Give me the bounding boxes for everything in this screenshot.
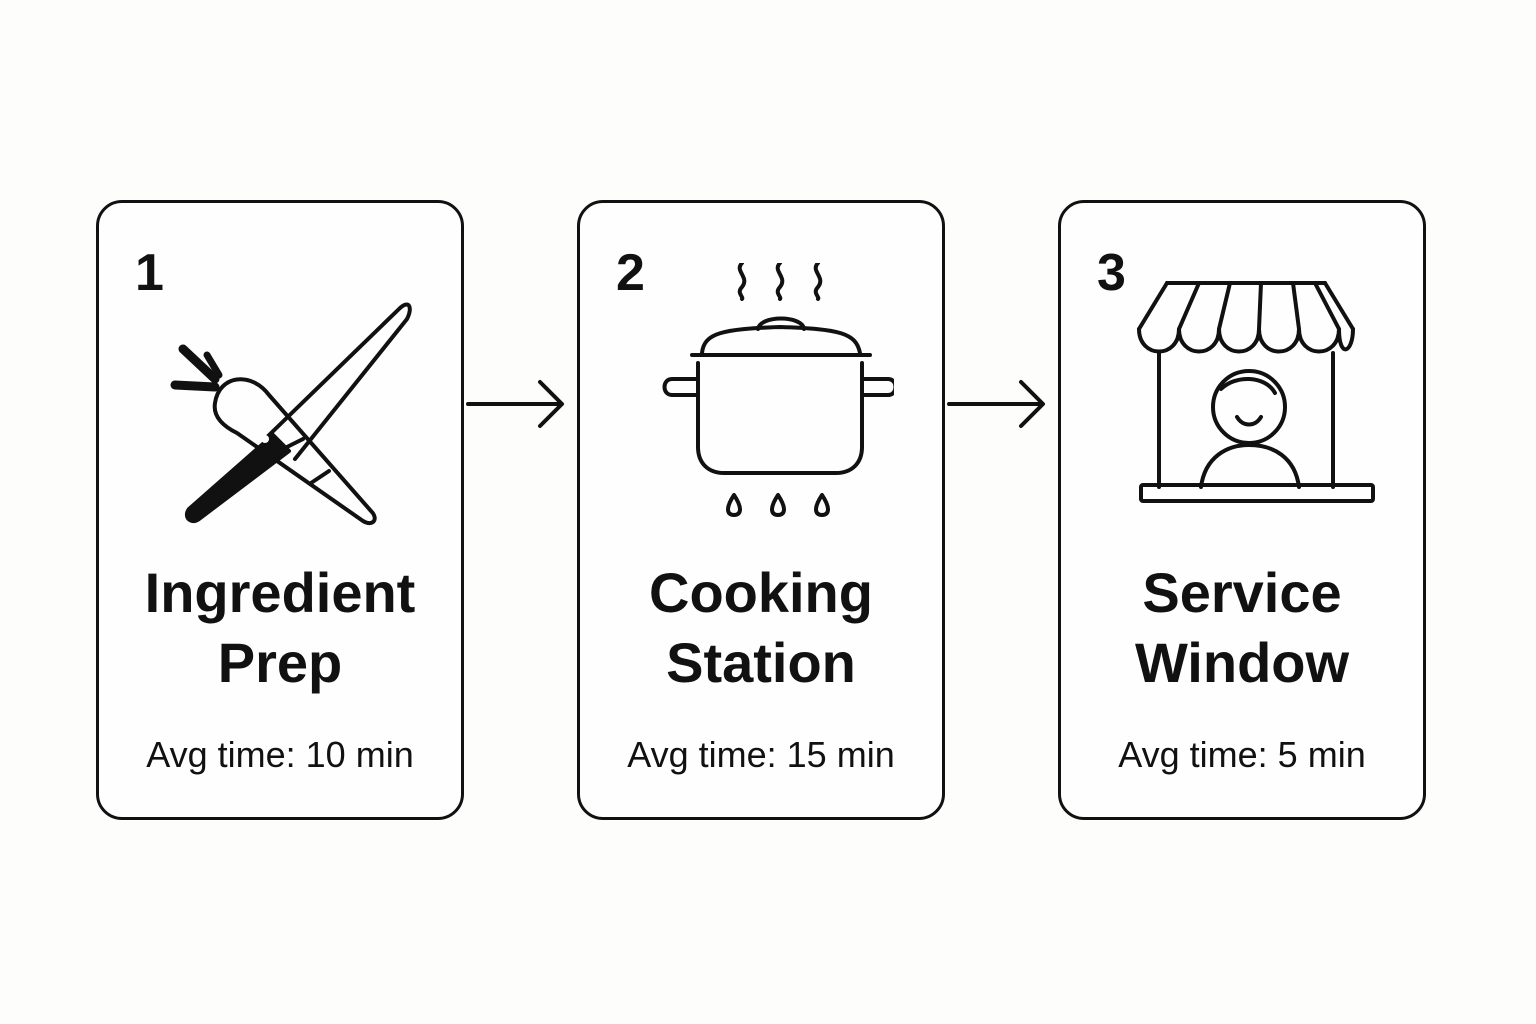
- step-card-service-window: 3 Service Window Avg time: 5 min: [1058, 200, 1426, 820]
- step-number: 1: [135, 244, 164, 302]
- step-title: Cooking Station: [580, 558, 942, 698]
- step-card-ingredient-prep: 1 Ingredient Prep Avg time: 10 min: [96, 200, 464, 820]
- service-window-icon: [1137, 281, 1375, 503]
- avg-time-label: Avg time: 5 min: [1118, 734, 1366, 775]
- step-title-line: Service: [1142, 561, 1342, 624]
- step-title-line: Station: [666, 631, 856, 694]
- step-title-line: Cooking: [649, 561, 873, 624]
- step-number: 3: [1097, 244, 1126, 302]
- arrow-right-icon: [466, 380, 564, 428]
- step-card-cooking-station: 2 Cooking Station Avg time: 15 min: [577, 200, 945, 820]
- arrow-right-icon: [947, 380, 1045, 428]
- step-number: 2: [616, 244, 645, 302]
- step-title-line: Window: [1134, 631, 1350, 694]
- knife-carrot-icon: [170, 302, 412, 526]
- step-title: Service Window: [1061, 558, 1423, 698]
- step-title: Ingredient Prep: [99, 558, 461, 698]
- avg-time-label: Avg time: 15 min: [627, 734, 895, 775]
- step-title-line: Ingredient: [144, 561, 416, 624]
- avg-time-label: Avg time: 10 min: [146, 734, 414, 775]
- step-title-line: Prep: [217, 631, 343, 694]
- steaming-pot-icon: [662, 263, 894, 517]
